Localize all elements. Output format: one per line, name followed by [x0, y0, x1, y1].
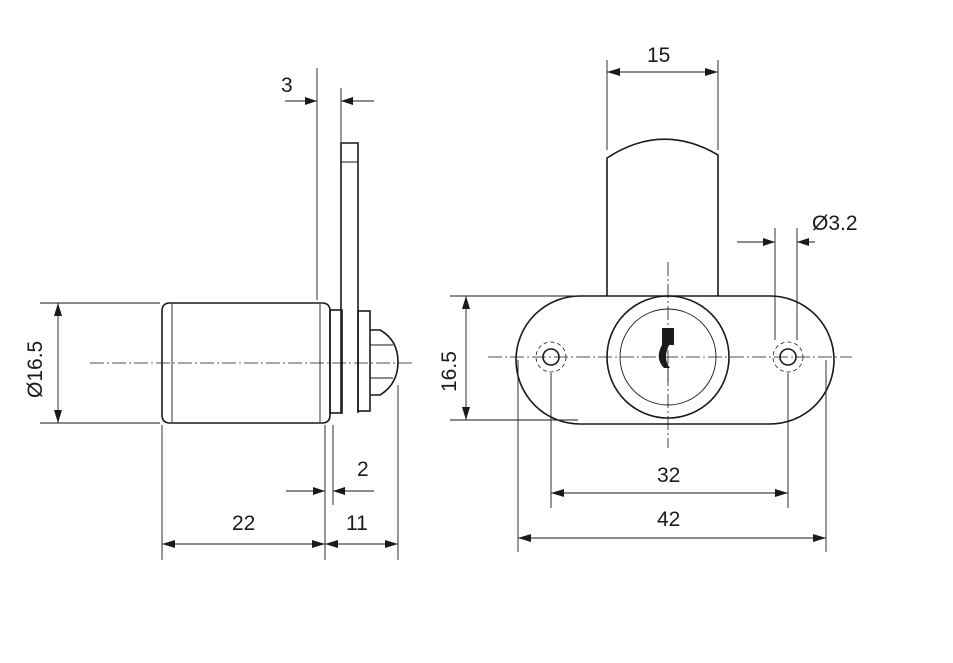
- cylinder-body: [161, 302, 331, 424]
- keyway-icon: [658, 328, 674, 382]
- dim-label-bolt-width: 15: [647, 44, 670, 67]
- flange-plate: [515, 295, 835, 425]
- dim-label-flat-thickness: 3: [281, 74, 293, 97]
- side-view: [90, 142, 415, 424]
- cam-plate: [340, 142, 359, 413]
- dim-label-flange-gap: 2: [357, 458, 369, 481]
- flange: [329, 309, 343, 414]
- bolt: [606, 138, 719, 296]
- dim-label-front-length: 11: [346, 512, 368, 535]
- front-view: [488, 138, 852, 448]
- dim-label-hole-diameter: Ø3.2: [812, 212, 858, 235]
- dim-label-flange-width: 42: [657, 508, 680, 531]
- dim-label-hole-spacing: 32: [657, 464, 680, 487]
- dim-label-cylinder-diameter: Ø16.5: [24, 341, 47, 398]
- dim-label-flange-height: 16.5: [438, 351, 461, 392]
- dim-label-cylinder-length: 22: [232, 512, 255, 535]
- dimension-lines: [40, 60, 827, 560]
- screw-head: [370, 329, 399, 396]
- back-plate: [357, 310, 371, 412]
